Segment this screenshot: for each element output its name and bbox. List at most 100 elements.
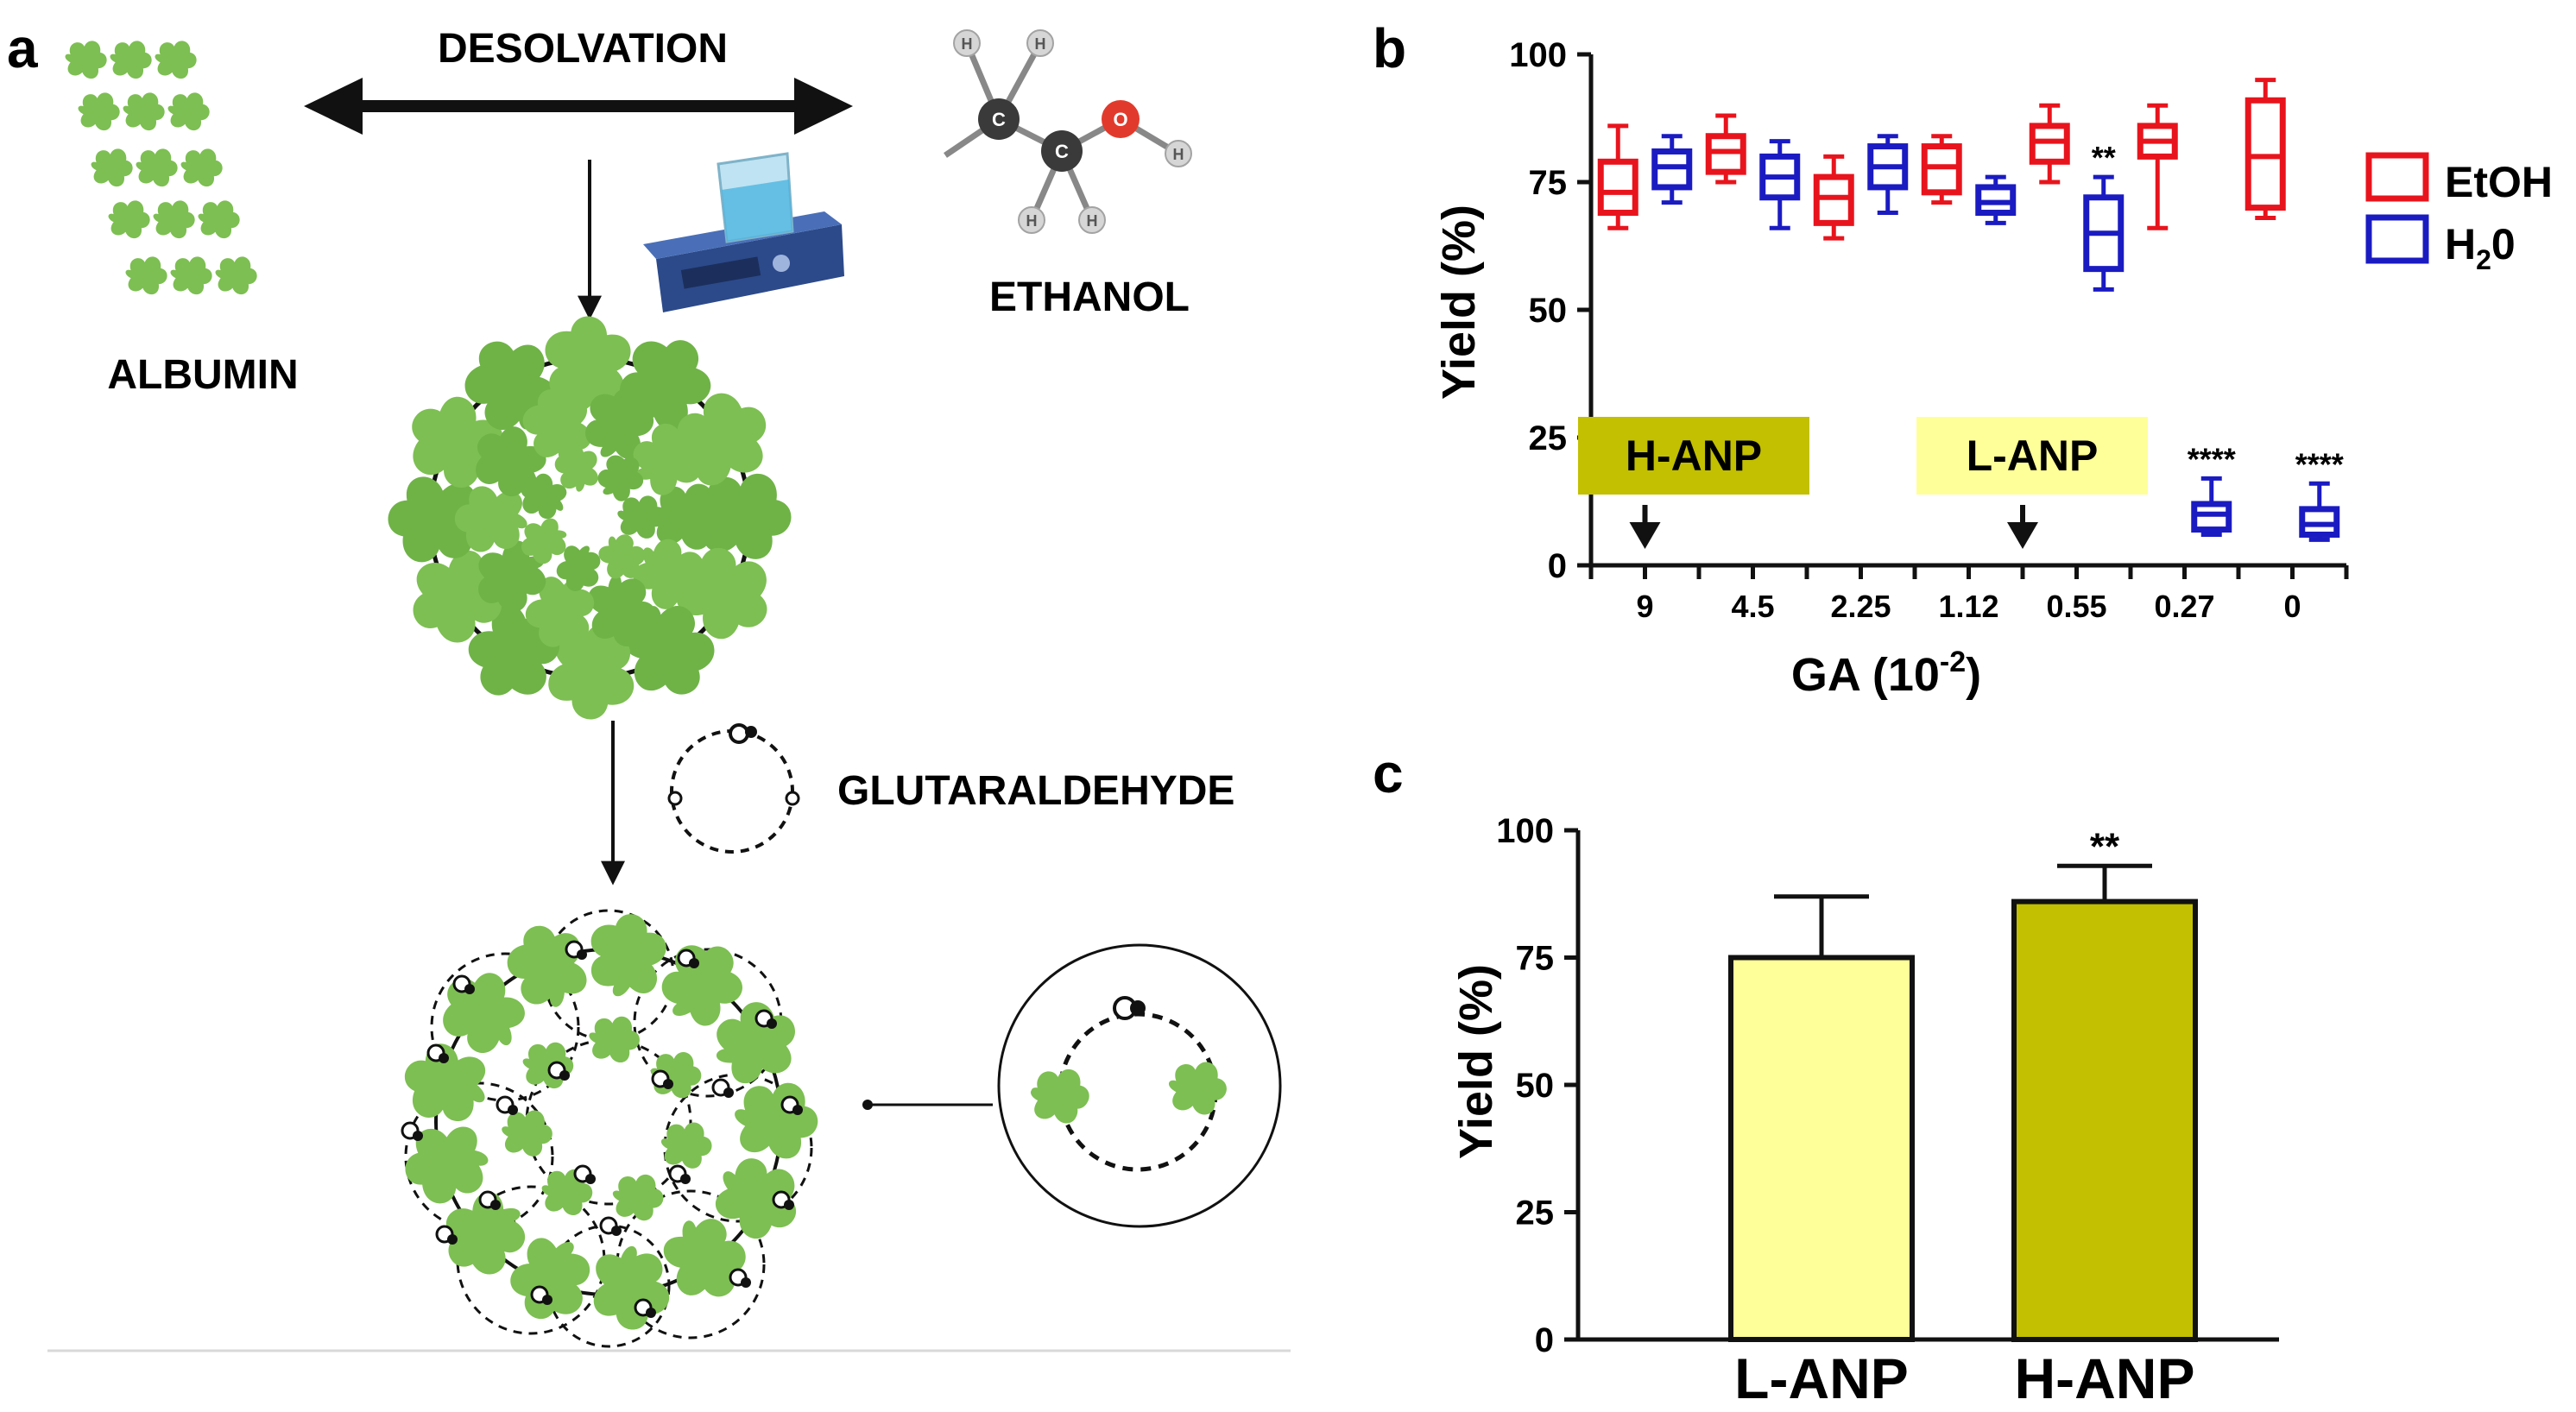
chart-b-legend: EtOH H20: [2365, 152, 2553, 275]
annotation-box: [1578, 417, 1809, 495]
chart-c-ytick: 50: [1516, 1067, 1555, 1105]
annotation-box: [1916, 417, 2148, 495]
albumin-protein: [108, 200, 150, 239]
significance-marker: ****: [2188, 441, 2236, 476]
albumin-protein: [215, 256, 257, 295]
albumin-protein: [125, 256, 167, 295]
box-etoh: [1597, 123, 1638, 230]
box-etoh: [2029, 103, 2070, 185]
crosslinked-protein: [660, 1122, 712, 1169]
bar-h-anp: [2011, 898, 2198, 1342]
box-etoh: [1921, 134, 1962, 205]
box-h2o: [1867, 134, 1909, 216]
atom-h-3: H: [1026, 212, 1038, 230]
panel-label-c: c: [1373, 742, 1404, 804]
bar-l-anp: [1728, 955, 1915, 1342]
box-h2o: ****: [2188, 441, 2236, 537]
desolvation-label: DESOLVATION: [438, 26, 728, 72]
ethanol-molecule: C C O H H H H H: [944, 29, 1192, 234]
crosslinked-protein: [735, 1082, 818, 1159]
box-h2o: ****: [2295, 446, 2344, 542]
albumin-protein: [153, 200, 195, 239]
legend-label-etoh: EtOH: [2445, 158, 2553, 206]
box-h2o: [1759, 139, 1801, 230]
ethanol-label: ETHANOL: [989, 274, 1190, 320]
albumin-protein: [91, 148, 133, 187]
chart-c-xtick: H-ANP: [2015, 1346, 2195, 1410]
atom-c-2: C: [1055, 141, 1069, 162]
albumin-protein: [167, 92, 210, 131]
chart-b-xtick: 9: [1636, 589, 1653, 624]
chart-b-annotations: H-ANP L-ANP: [1578, 417, 2148, 549]
annotation-label: L-ANP: [1967, 432, 2099, 480]
chart-b-xlabel: GA (10-2): [1791, 646, 1981, 701]
glutaraldehyde-icon: [667, 723, 800, 854]
chart-b-xtick: 0.55: [2046, 589, 2106, 624]
crosslinked-protein: [522, 1042, 574, 1089]
atom-o: O: [1113, 109, 1127, 130]
albumin-protein: [78, 92, 120, 131]
albumin-protein: [123, 92, 165, 131]
box-etoh: [1813, 154, 1854, 241]
panel-label-b: b: [1373, 17, 1406, 79]
chart-b-xtick: 0.27: [2154, 589, 2214, 624]
box-etoh: [2245, 78, 2286, 220]
crosslinked-protein: [585, 910, 670, 1001]
box-h2o: **: [2083, 140, 2125, 292]
significance-marker: ****: [2295, 446, 2344, 482]
chart-b-xtick: 4.5: [1731, 589, 1774, 624]
legend-swatch-h2o: [2365, 214, 2429, 264]
chart-c-ytick: 25: [1516, 1195, 1555, 1232]
albumin-protein: [110, 41, 152, 79]
chart-b-xtick: 0: [2283, 589, 2301, 624]
chart-b-ytick: 50: [1529, 292, 1568, 330]
box-h2o: [1975, 174, 2017, 225]
significance-marker: **: [2090, 825, 2120, 867]
chart-c-ytick: 0: [1535, 1321, 1554, 1359]
crosslinked-protein: [612, 1174, 664, 1221]
crosslinked-protein: [589, 1016, 640, 1063]
desolvation-arrow: [304, 78, 853, 135]
panel-label-a: a: [7, 17, 38, 79]
chart-b-y-axis: 0 25 50 75 100: [1509, 36, 1594, 585]
atom-h-4: H: [1087, 212, 1098, 230]
schematic-panel: a DESOLVATION ALBUMIN: [7, 17, 1291, 1352]
albumin-protein: [198, 200, 240, 239]
atom-h-1: H: [962, 35, 973, 53]
atom-h-2: H: [1035, 35, 1046, 53]
box-etoh: [1705, 113, 1746, 185]
albumin-protein: [170, 256, 212, 295]
chart-b-boxes: **********: [1597, 78, 2344, 542]
atom-h-5: H: [1173, 146, 1184, 163]
crosslink-zoom-inset: [862, 943, 1282, 1228]
chart-b-ytick: 25: [1529, 419, 1568, 457]
chart-b-ytick: 100: [1509, 36, 1567, 74]
crosslinked-protein: [502, 1110, 552, 1157]
significance-marker: **: [2092, 140, 2116, 175]
albumin-cluster: [65, 41, 257, 295]
legend-swatch-etoh: [2365, 152, 2429, 202]
annotation-label: H-ANP: [1626, 432, 1762, 480]
box-h2o: [1651, 134, 1693, 205]
crosslinked-nanoparticle: [396, 909, 818, 1348]
legend-label-h2o: H20: [2445, 220, 2516, 275]
chart-b-ytick: 75: [1529, 164, 1568, 202]
chart-b-ytick: 0: [1548, 547, 1567, 585]
chart-c-ytick: 75: [1516, 940, 1555, 978]
albumin-protein: [155, 41, 197, 79]
albumin-protein: [65, 41, 107, 79]
chart-c-xtick: L-ANP: [1734, 1346, 1909, 1410]
albumin-protein: [136, 148, 178, 187]
albumin-protein: [180, 148, 223, 187]
albumin-label: ALBUMIN: [107, 352, 298, 398]
nanoparticle-core: [387, 315, 792, 720]
chart-c-ylabel: Yield (%): [1450, 964, 1502, 1159]
chart-b-xtick: 2.25: [1830, 589, 1891, 624]
yield-bar-chart: c Yield (%) 0 25 50 75 100 L-ANP ** H-ANP: [1373, 742, 2279, 1410]
glutaraldehyde-label: GLUTARALDEHYDE: [837, 768, 1234, 814]
chart-c-ytick: 100: [1496, 812, 1554, 850]
chart-c-bars: L-ANP ** H-ANP: [1728, 825, 2198, 1410]
